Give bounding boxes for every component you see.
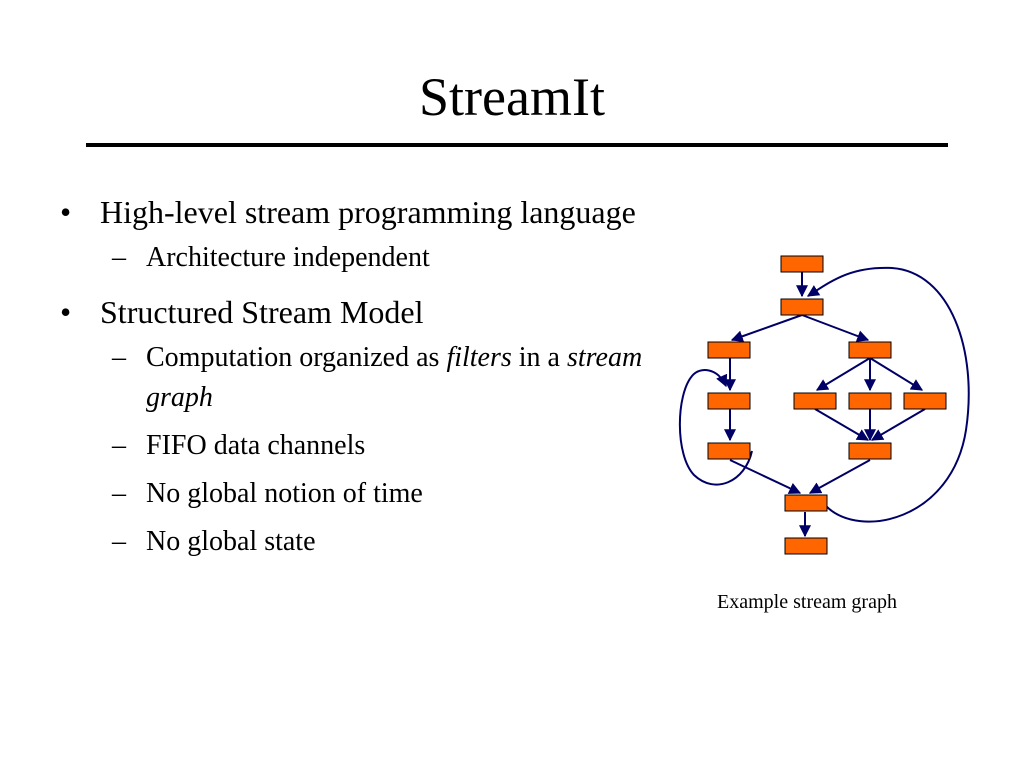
sub-bullet-text: No global state <box>146 526 316 557</box>
filter-node <box>848 392 892 410</box>
sub-bullet-item: – Computation organized as filters in a … <box>60 338 686 418</box>
stream-graph-diagram <box>678 255 970 555</box>
sub-bullet-text-middle: in a <box>511 342 567 373</box>
filter-node <box>848 341 892 359</box>
diagram-caption: Example stream graph <box>717 591 897 613</box>
slide-title: StreamIt <box>419 67 605 127</box>
filter-node <box>707 341 751 359</box>
filter-node <box>784 537 828 555</box>
bullet-list: • High-level stream programming language… <box>60 190 680 570</box>
sub-bullet-mark: – <box>112 430 126 461</box>
sub-bullet-mark: – <box>112 342 126 373</box>
edge <box>730 314 803 343</box>
bullet-item: • High-level stream programming language <box>60 190 680 234</box>
bullet-text: Structured Stream Model <box>100 294 424 330</box>
sub-bullet-emphasis-stream-graph: stream graph <box>146 342 643 413</box>
filter-node <box>793 392 837 410</box>
sub-bullet-item: – Architecture independent <box>60 238 680 278</box>
edge <box>815 357 871 391</box>
filter-node <box>903 392 947 410</box>
edge <box>869 357 924 391</box>
edge <box>870 408 926 441</box>
bullet-mark: • <box>60 294 72 330</box>
bullet-text: High-level stream programming language <box>100 194 636 230</box>
feedback-loop-edge <box>678 369 753 486</box>
filter-node <box>780 255 824 273</box>
sub-bullet-emphasis-filters: filters <box>446 342 512 373</box>
edge <box>808 459 871 494</box>
sub-bullet-item: – No global state <box>60 522 680 562</box>
filter-node <box>780 298 824 316</box>
sub-bullet-item: – No global notion of time <box>60 474 680 514</box>
bullet-mark: • <box>60 194 72 230</box>
sub-bullet-item: – FIFO data channels <box>60 426 680 466</box>
sub-bullet-text: FIFO data channels <box>146 430 366 461</box>
sub-bullet-mark: – <box>112 478 126 509</box>
edge <box>814 408 870 441</box>
edge <box>729 459 802 494</box>
outer-feedback-loop-edge <box>806 266 970 523</box>
sub-bullet-text: Architecture independent <box>146 242 430 273</box>
edge <box>801 314 870 342</box>
filter-node <box>848 442 892 460</box>
filter-node <box>707 442 751 460</box>
edge-group <box>678 266 970 538</box>
sub-bullet-text: No global notion of time <box>146 478 423 509</box>
filter-node <box>784 494 828 512</box>
bullet-item: • Structured Stream Model <box>60 290 680 334</box>
sub-bullet-mark: – <box>112 242 126 273</box>
filter-group <box>707 255 947 555</box>
sub-bullet-text-prefix: Computation organized as <box>146 342 447 373</box>
sub-bullet-mark: – <box>112 526 126 557</box>
title-divider <box>86 143 948 147</box>
filter-node <box>707 392 751 410</box>
